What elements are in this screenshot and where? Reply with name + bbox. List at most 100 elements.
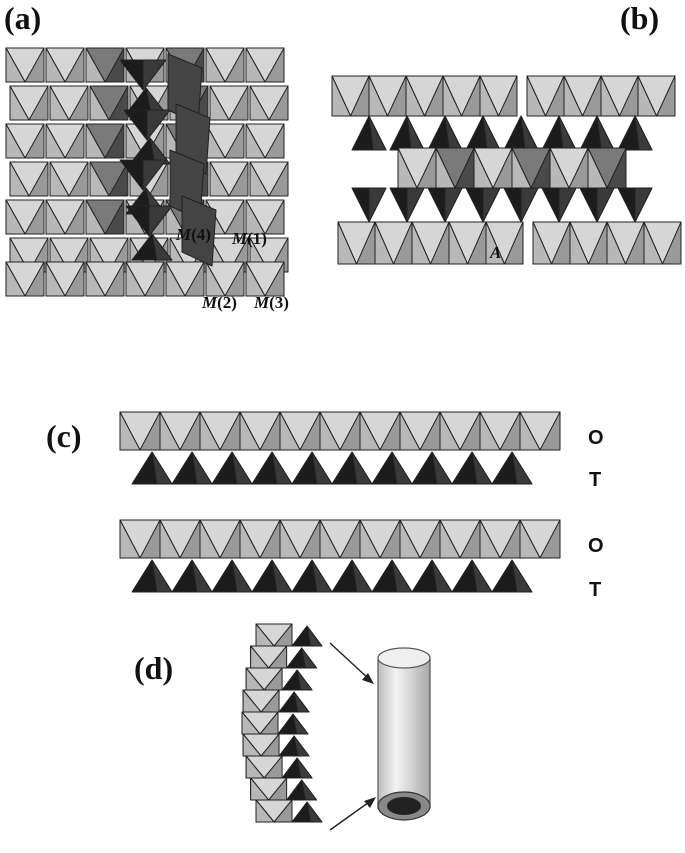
octahedron-face [245, 47, 266, 83]
tetrahedron-face [444, 187, 463, 223]
octahedron-face [606, 221, 626, 265]
site-m2-symbol: M [202, 293, 218, 312]
tetrahedron-face [368, 187, 387, 223]
panel-a-label: (a) [4, 0, 42, 36]
octahedron-face [119, 411, 141, 451]
tetrahedron-face [292, 713, 309, 735]
tetrahedron-face [391, 451, 413, 485]
octahedron-face [49, 85, 70, 121]
octahedron-face [399, 519, 421, 559]
tetrahedron-face [482, 187, 501, 223]
tetrahedron-face [351, 559, 373, 593]
tetrahedron-face [231, 451, 253, 485]
octahedron-face [159, 519, 181, 559]
tetrahedral-wall [181, 195, 217, 267]
site-label-m1: M(1) [232, 230, 267, 247]
octahedron-face [319, 519, 341, 559]
octahedron-face [279, 519, 301, 559]
octahedron-face [600, 75, 620, 117]
panel-d-curled-layer [241, 623, 323, 823]
octahedron-face [448, 221, 468, 265]
tetrahedron-face [351, 451, 373, 485]
octahedron-face [532, 221, 552, 265]
panel-c-label: (c) [46, 418, 82, 454]
octahedron-face [479, 411, 501, 451]
octahedron-face [9, 161, 30, 197]
octahedron-face [9, 85, 30, 121]
tetrahedron-face [634, 187, 653, 223]
site-label-a: A [490, 244, 501, 261]
tetrahedron-face [558, 187, 577, 223]
octahedron-face [239, 519, 261, 559]
octahedron-face [279, 411, 301, 451]
octahedron-face [249, 161, 270, 197]
site-m3-symbol: M [254, 293, 270, 312]
octahedron-face [49, 161, 70, 197]
site-m4-index: (4) [191, 225, 211, 244]
octahedron-face [5, 47, 26, 83]
tetrahedron-face [142, 159, 167, 191]
tetrahedron-face [231, 559, 253, 593]
tetrahedron-face [520, 187, 539, 223]
octahedron-face [569, 221, 589, 265]
panel-c-layer-2 [119, 519, 561, 593]
octahedron-face [245, 199, 266, 235]
site-m4-symbol: M [176, 225, 192, 244]
octahedron-face [209, 85, 230, 121]
tetrahedron-face [151, 233, 173, 261]
arrow-top [329, 642, 374, 684]
octahedron-face [337, 221, 357, 265]
octahedron-face [5, 123, 26, 159]
octahedron-face [45, 123, 66, 159]
octahedron-face [85, 47, 106, 83]
octahedron-face [519, 519, 541, 559]
octahedron-face [519, 411, 541, 451]
octahedron-face [89, 161, 110, 197]
tetrahedron-face [296, 757, 313, 779]
octahedron-face [485, 221, 505, 265]
octahedron-face [85, 123, 106, 159]
octahedron-face [5, 199, 26, 235]
octahedron-face [85, 261, 106, 297]
tetrahedron-face [311, 559, 333, 593]
tetrahedron-face [293, 735, 310, 757]
tetrahedron-face [301, 779, 318, 801]
panel-d-label: (d) [134, 650, 174, 686]
tetrahedron-face [511, 451, 533, 485]
octahedron-face [245, 123, 266, 159]
site-label-m4: M(4) [176, 226, 211, 243]
tetrahedron-face [306, 625, 323, 647]
octahedron-face [411, 221, 431, 265]
octahedron-face [563, 75, 583, 117]
site-label-m3: M(3) [254, 294, 289, 311]
octahedron-face [209, 161, 230, 197]
octahedron-face [526, 75, 546, 117]
tetrahedron-face [301, 647, 318, 669]
tetrahedron-face [368, 115, 387, 151]
octahedron-face [442, 75, 462, 117]
tetrahedron-face [406, 187, 425, 223]
panel-b-label: (b) [620, 0, 660, 36]
tetrahedron-face [511, 559, 533, 593]
layer-label-t-1: T [589, 469, 602, 491]
octahedron-face [199, 411, 221, 451]
octahedron-face [205, 47, 226, 83]
tetrahedron-face [148, 205, 173, 237]
site-a-symbol: A [490, 243, 502, 262]
tetrahedron-face [271, 559, 293, 593]
octahedron-face [255, 799, 275, 823]
site-m1-index: (1) [247, 229, 267, 248]
octahedron-face [199, 519, 221, 559]
octahedron-face [205, 261, 226, 297]
site-m2-index: (2) [217, 293, 237, 312]
tetrahedron-face [634, 115, 653, 151]
tetrahedron-face [191, 451, 213, 485]
nanotube-drawing [377, 647, 431, 821]
octahedron-face [359, 519, 381, 559]
octahedron-face [319, 411, 341, 451]
octahedron-face [119, 519, 141, 559]
octahedron-face [5, 261, 26, 297]
octahedron-face [85, 199, 106, 235]
tetrahedron-face [296, 669, 313, 691]
